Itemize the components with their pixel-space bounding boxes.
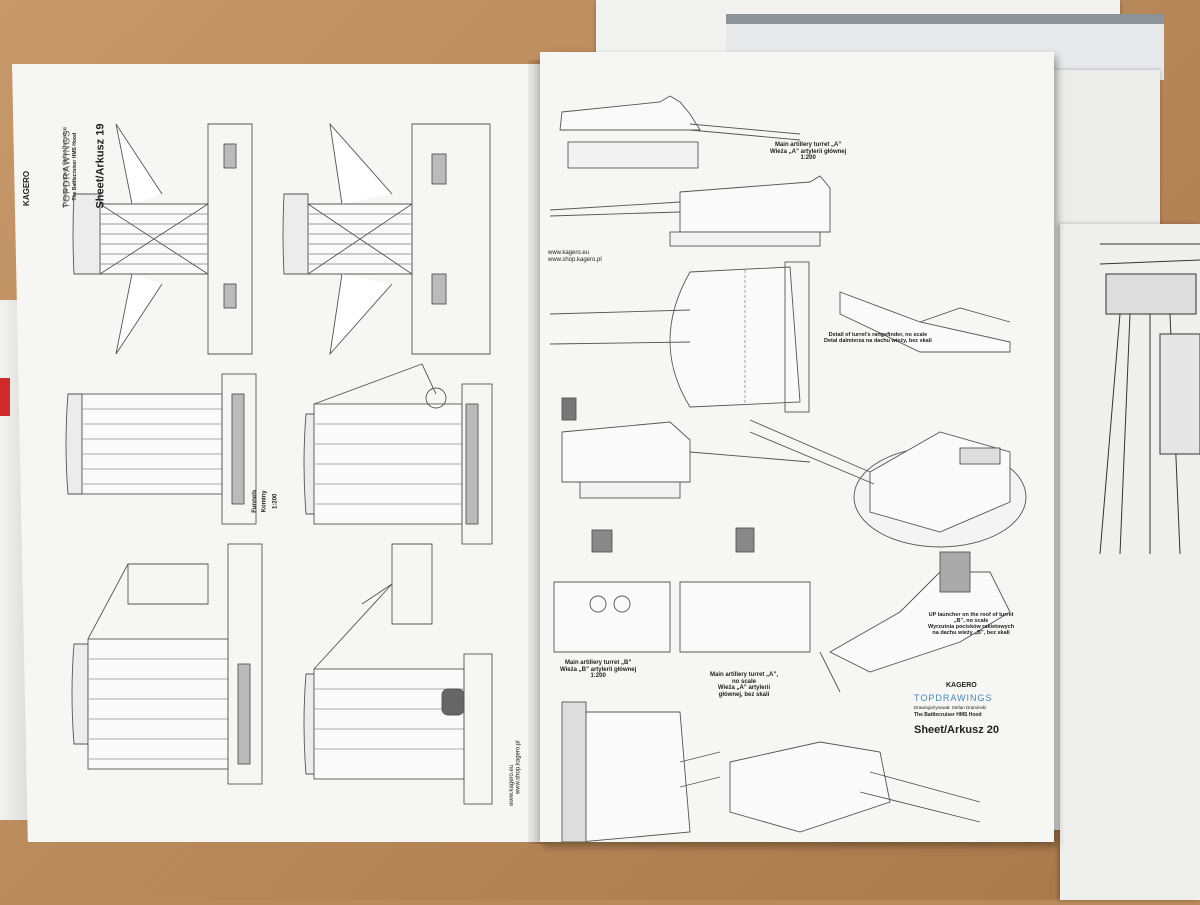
subtitle-label: The Battlecruiser HMS Hood	[72, 132, 79, 201]
caption-turret-b: Main artillery turret „B” Wieża „B” arty…	[560, 660, 636, 680]
funnels-scale: 1:200	[272, 493, 279, 509]
url-shop: www.shop.kagero.pl	[548, 256, 602, 263]
caption-line: Wieża „A” artylerii głównej	[770, 148, 847, 155]
caption-line: „B”, no scale	[953, 618, 989, 625]
url-shop: www.shop.kagero.pl	[515, 740, 522, 795]
caption-line: 1:200	[590, 673, 606, 680]
caption-line: Wyrzutnia pocisków rakietowych	[928, 624, 1015, 631]
right-page-sheet-20: www.kagero.eu www.shop.kagero.pl Main ar…	[540, 52, 1054, 842]
funnels-title-pl: Kominy	[261, 490, 268, 513]
caption-line: Detail of turret's rangefinder, no scale	[828, 332, 928, 338]
kagero-logo-sheet-20: KAGERO TOPDRAWINGS Drawings/rysował: Ste…	[910, 682, 1040, 752]
funnels-drawing	[65, 122, 493, 805]
brand-label: KAGERO	[946, 682, 977, 689]
credit-label: Drawings/rysował: Stefan Draminski	[914, 705, 987, 710]
red-paper-mark	[0, 378, 10, 416]
url-kagero: www.kagero.eu	[548, 250, 590, 256]
credit-label: Drawings/rysował: Stefan Draminski	[62, 126, 69, 207]
brand-label: KAGERO	[22, 170, 32, 206]
caption-line: 1:200	[800, 155, 816, 162]
subtitle-label: The Battlecruiser HMS Hood	[914, 712, 982, 718]
caption-line: Wieża „A” artylerii	[717, 685, 771, 692]
turrets-drawing	[549, 95, 1027, 842]
hull-drawing-sheet	[1060, 224, 1200, 900]
caption-rangefinder: Detail of turret's rangefinder, no scale…	[824, 332, 932, 344]
sheet-number: Sheet/Arkusz 20	[914, 724, 999, 736]
caption-line: Wieża „B” artylerii głównej	[560, 666, 637, 673]
caption-line: Main artillery turret „B”	[564, 660, 632, 666]
funnels-title: Funnels	[252, 489, 259, 513]
left-page-sheet-19: KAGERO TOPDRAWINGS Drawings/rysował: Ste…	[12, 64, 540, 842]
kagero-logo-sheet-19: KAGERO TOPDRAWINGS Drawings/rysował: Ste…	[22, 104, 106, 209]
right-urls: www.kagero.eu www.shop.kagero.pl	[548, 250, 602, 263]
caption-line: Main artillery turret „A”,	[710, 672, 779, 678]
caption-line: głównej, bez skali	[718, 691, 770, 698]
series-label: TOPDRAWINGS	[914, 693, 993, 703]
caption-line: UP launcher on the roof of turret	[928, 612, 1014, 618]
sheet-number: Sheet/Arkusz 19	[94, 123, 107, 209]
caption-line: na dachu wieży „B”, bez skali	[932, 630, 1010, 637]
caption-turret-a: Main artillery turret „A” Wieża „A” arty…	[770, 142, 846, 162]
caption-line: Main artillery turret „A”	[774, 142, 842, 148]
caption-line: no scale	[732, 678, 757, 685]
caption-turret-a-noscale: Main artillery turret „A”, no scale Wież…	[710, 672, 778, 698]
caption-line: Detal dalmierza na dachu wieży, bez skal…	[824, 338, 932, 345]
caption-up-launcher: UP launcher on the roof of turret „B”, n…	[928, 612, 1014, 636]
hull-drawing	[1099, 243, 1200, 555]
